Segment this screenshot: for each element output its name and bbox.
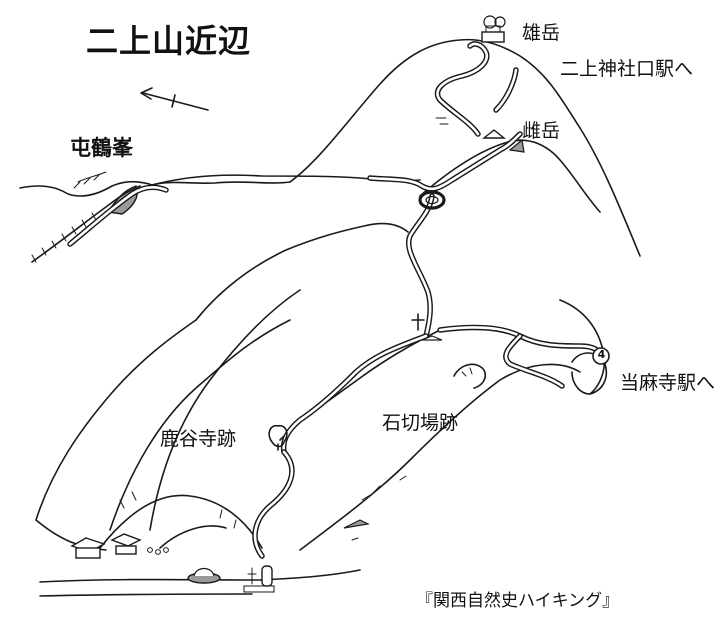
quarry-rocks [453, 352, 608, 395]
route-marker-number: 4 [597, 348, 606, 361]
label-futakami-station: 二上神社口駅へ [560, 58, 694, 80]
label-ishikiriba: 石切場跡 [382, 412, 459, 434]
tree-icon [268, 424, 288, 451]
terrain-hachure [343, 117, 449, 541]
map-title: 二上山近辺 [86, 22, 252, 60]
north-arrow-icon [140, 87, 209, 111]
hiking-trails [252, 41, 607, 559]
village-buildings [70, 533, 275, 593]
label-taima-station: 当麻寺駅へ [620, 372, 716, 394]
label-rokuyaji: 鹿谷寺跡 [160, 428, 237, 450]
odake-outline [289, 38, 641, 257]
label-medake: 雌岳 [522, 120, 561, 142]
loop-trail [418, 190, 446, 210]
medake-outline [419, 139, 601, 213]
shrine-icon [481, 15, 506, 43]
book-credit: 『関西自然史ハイキング』 [416, 591, 620, 611]
foothills [39, 491, 361, 597]
donzurubo-ridge [19, 171, 291, 263]
label-donzurubo: 屯鶴峯 [70, 136, 133, 160]
label-odake: 雄岳 [522, 22, 561, 44]
main-ridge [35, 174, 606, 551]
route-marker-4 [592, 347, 610, 365]
medake-hut-icon [482, 129, 525, 153]
junction-cross-icon [411, 313, 443, 341]
